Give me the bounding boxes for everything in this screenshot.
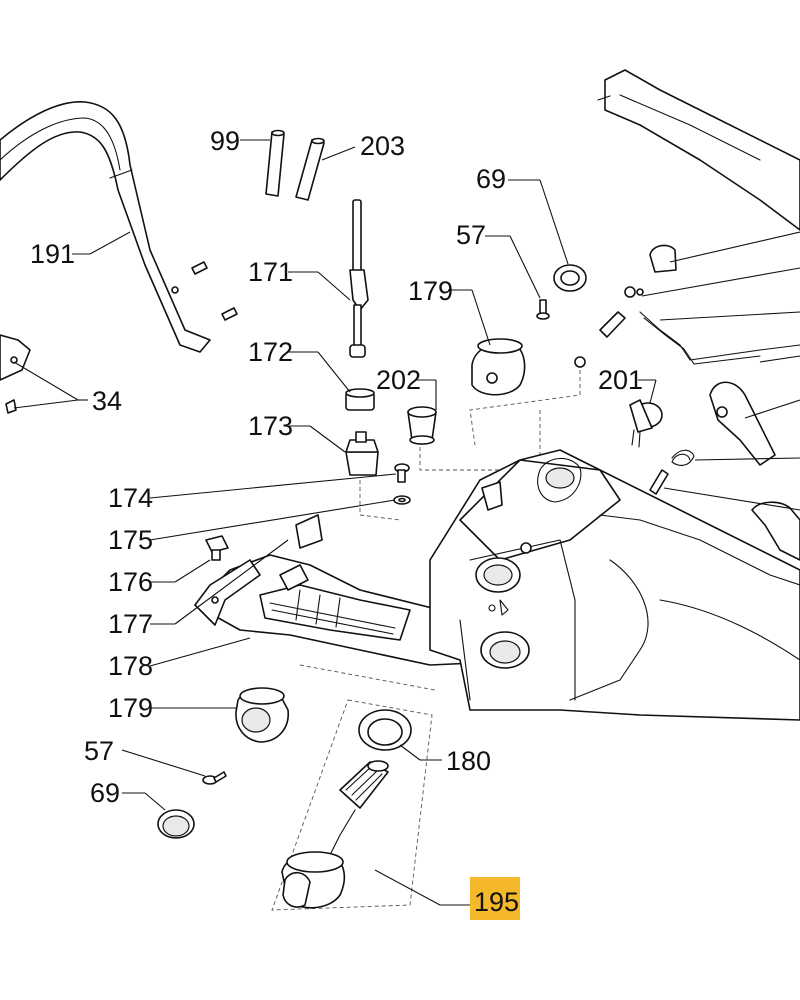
callout-195: 195 (474, 887, 519, 917)
callout-57-upper: 57 (456, 220, 486, 250)
left-bracket (0, 334, 31, 414)
return-spring (671, 449, 695, 466)
callout-labels: 99 203 69 57 191 171 179 34 172 202 201 … (30, 126, 643, 920)
grommet-202 (407, 406, 437, 445)
callout-176: 176 (108, 567, 153, 597)
handle-screws (191, 261, 238, 321)
screw-57-lower (202, 771, 227, 785)
grommet-172 (345, 388, 375, 411)
callout-69-lower: 69 (90, 778, 120, 808)
screw-174 (394, 463, 410, 483)
seal-ring-180 (358, 709, 412, 751)
callout-178: 178 (108, 651, 153, 681)
callout-191: 191 (30, 239, 75, 269)
av-mount-179-upper (471, 338, 526, 396)
plug-176 (205, 535, 229, 561)
cap-69-lower (157, 809, 195, 839)
spring-clip (624, 286, 644, 298)
callout-202: 202 (376, 365, 421, 395)
callout-172: 172 (248, 337, 293, 367)
screw-57-upper (536, 299, 550, 320)
pin-rod (599, 311, 626, 338)
callout-174: 174 (108, 483, 153, 513)
small-clip (574, 356, 586, 368)
front-handle-bar (0, 101, 211, 353)
callout-171: 171 (248, 257, 293, 287)
throttle-trigger (709, 381, 776, 466)
callout-175: 175 (108, 525, 153, 555)
callout-179-lower: 179 (108, 693, 153, 723)
primer-bulb-201 (629, 399, 663, 448)
washer-175 (393, 495, 411, 505)
callout-99: 99 (210, 126, 240, 156)
av-mount-179-lower (235, 687, 289, 743)
fuel-cap-195 (281, 760, 389, 909)
callout-179-upper: 179 (408, 276, 453, 306)
callout-203: 203 (360, 131, 405, 161)
callout-201: 201 (598, 365, 643, 395)
leader-lines (13, 139, 800, 906)
throttle-rod (639, 311, 800, 365)
main-housing (194, 449, 800, 721)
trigger-lockout (751, 501, 800, 561)
throttle-button (649, 244, 677, 273)
pin-99 (265, 129, 285, 197)
callout-69-upper: 69 (476, 164, 506, 194)
fuel-line-171 (349, 199, 369, 358)
rear-handle-top (597, 69, 800, 231)
fuel-filter-173 (345, 431, 379, 476)
callout-195-highlight (470, 877, 520, 920)
callout-34: 34 (92, 386, 122, 416)
callout-57-lower: 57 (84, 736, 114, 766)
callout-173: 173 (248, 411, 293, 441)
small-pin-right (649, 469, 669, 495)
pin-203 (295, 137, 325, 201)
callout-177: 177 (108, 609, 153, 639)
cap-69-upper (553, 264, 587, 292)
callout-180: 180 (446, 746, 491, 776)
